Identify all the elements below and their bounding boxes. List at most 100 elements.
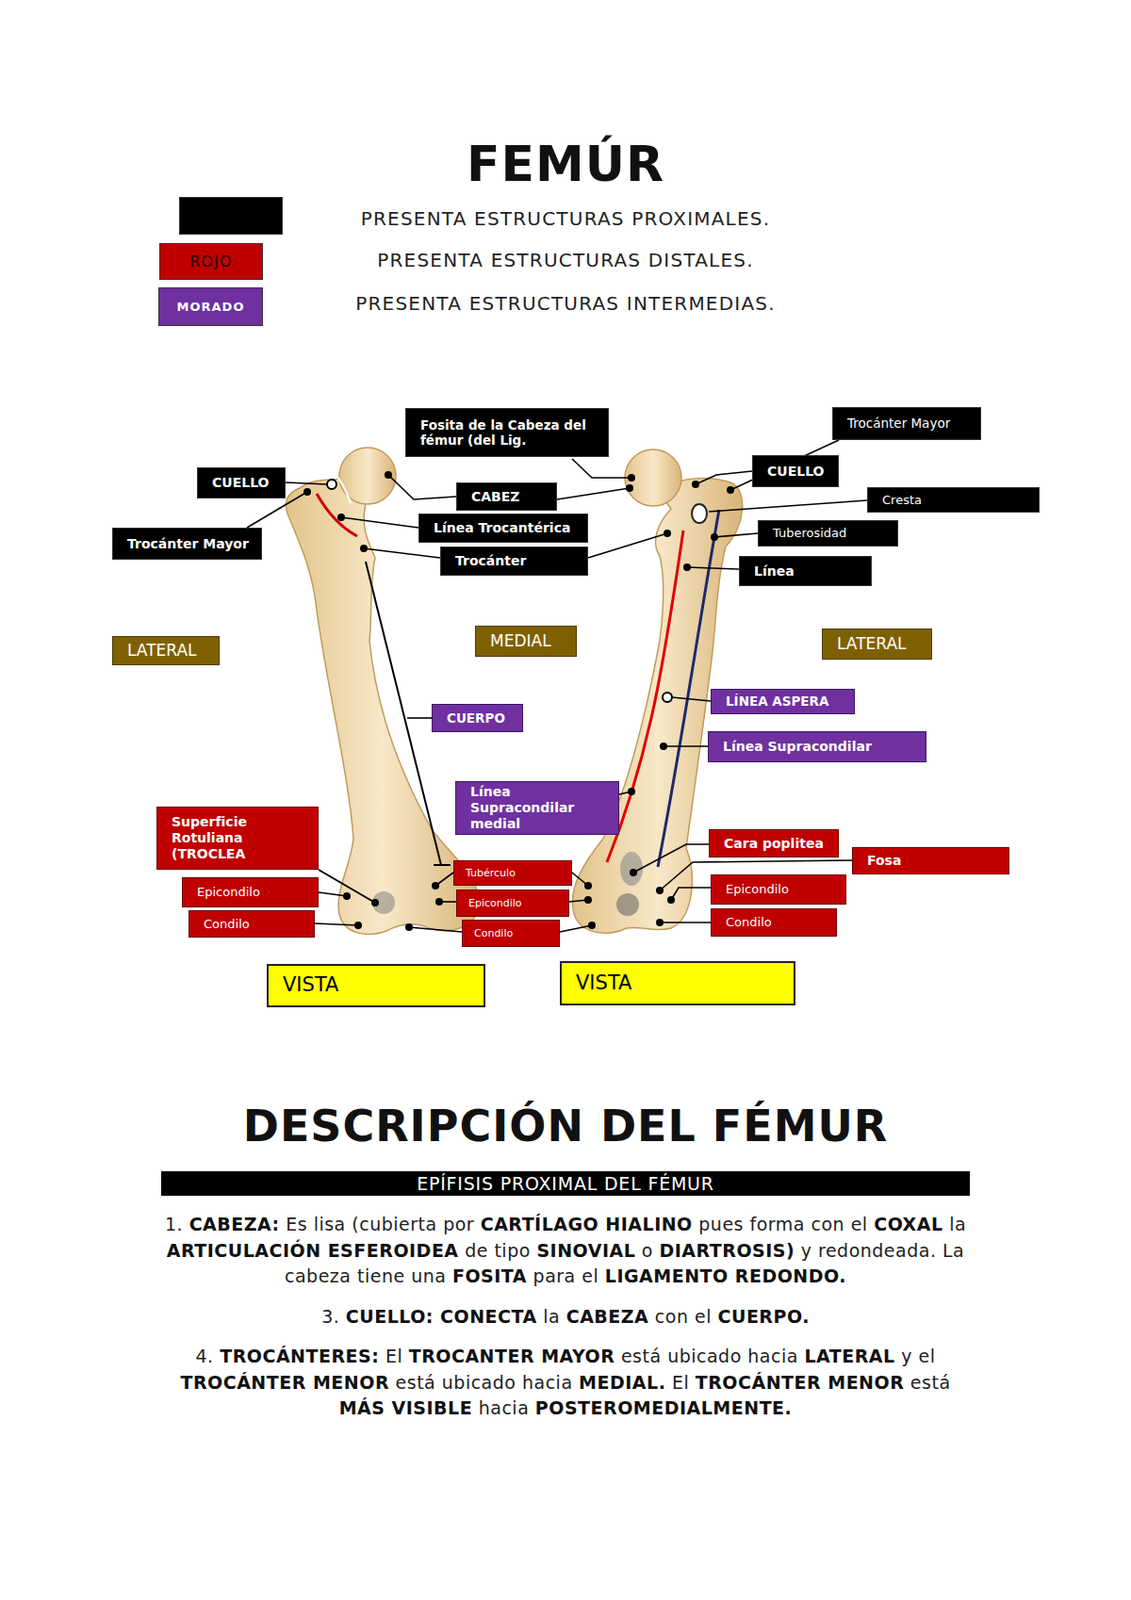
leader-dot xyxy=(431,882,440,890)
callout-box: Trocánter Mayor xyxy=(832,407,982,441)
callout-box: Fosita de la Cabeza del fémur (del Lig. xyxy=(405,408,609,458)
body-run: y el xyxy=(901,1345,935,1367)
leader-dot xyxy=(435,898,443,906)
body-run: con el xyxy=(655,1306,712,1328)
leader-dot xyxy=(726,486,735,494)
callout-box: Epicondilo xyxy=(456,889,570,918)
callout-box: CUELLO xyxy=(752,455,839,488)
box-text-group: Línea Supracondilar xyxy=(722,738,872,755)
leader-line xyxy=(708,500,868,512)
direction-tag: MEDIAL xyxy=(475,625,577,657)
box-text-group: EPÍFISIS PROXIMAL DEL FÉMUR xyxy=(416,1173,715,1196)
box-text: LÍNEA ASPERA xyxy=(725,693,829,709)
leader-line xyxy=(672,697,711,702)
box-text: Línea Supracondilar medial xyxy=(470,784,613,832)
leader-line xyxy=(671,887,711,901)
bold-term: DIARTROSIS) xyxy=(658,1240,795,1262)
callout-box: Cara poplitea xyxy=(708,829,839,858)
leader-line xyxy=(557,488,630,500)
leader-dot xyxy=(360,544,368,553)
box-text: CUELLO xyxy=(212,475,269,492)
paragraph: 1. CABEZA: Es lisa (cubierta por CARTÍLA… xyxy=(155,1212,976,1291)
callout-box: Línea xyxy=(738,556,872,587)
leader-line xyxy=(365,561,442,866)
leader-dot xyxy=(384,471,393,479)
bold-term: MÁS VISIBLE xyxy=(339,1397,474,1419)
body-run: 4. xyxy=(196,1345,214,1367)
bold-term: FOSITA xyxy=(452,1265,527,1287)
bold-term: MEDIAL. xyxy=(578,1372,666,1394)
direction-tag: LATERAL xyxy=(821,628,933,660)
leader-dot xyxy=(667,896,675,904)
box-text-group: Condilo xyxy=(725,915,772,931)
bold-term: TROCANTER MAYOR xyxy=(409,1345,616,1367)
leader-line xyxy=(341,517,419,528)
leader-line xyxy=(687,567,739,570)
callout-box: CUERPO xyxy=(431,704,524,733)
direction-tag: LATERAL xyxy=(112,636,220,666)
leader-line xyxy=(730,440,839,491)
box-text: Superficie Rotuliana (TROCLEA xyxy=(171,814,312,862)
leader-line xyxy=(588,533,668,558)
bold-term: TROCÁNTER MENOR xyxy=(695,1372,905,1394)
leader-line xyxy=(433,864,451,867)
box-text: Trocánter Mayor xyxy=(127,536,249,553)
box-text-group: Condilo xyxy=(474,927,513,940)
leader-dot xyxy=(625,484,634,492)
legend-text: PRESENTA ESTRUCTURAS PROXIMALES. xyxy=(235,207,896,230)
box-text-group: Línea Supracondilar medial xyxy=(470,784,613,832)
body-run: 1. xyxy=(164,1213,183,1235)
box-text-group: Cresta xyxy=(882,492,922,509)
callout-box: Trocánter Mayor xyxy=(112,527,263,560)
leader-line xyxy=(572,458,632,478)
box-text-group: MEDIAL xyxy=(490,631,552,651)
leader-line xyxy=(559,925,592,933)
box-text-group: LATERAL xyxy=(836,634,907,654)
callout-box: Fosa xyxy=(852,847,1010,875)
callout-box: Condilo xyxy=(188,910,315,938)
body-run: está xyxy=(910,1372,951,1394)
box-text-group: Línea Trocantérica xyxy=(433,520,571,537)
body-run: para el xyxy=(533,1265,600,1287)
box-text: Fosita de la Cabeza del fémur (del Lig. xyxy=(420,417,603,448)
view-label: VISTA xyxy=(559,961,796,1006)
leader-line xyxy=(663,745,708,748)
box-text-group: VISTA xyxy=(282,973,339,998)
leader-dot xyxy=(691,480,700,489)
leader-dot xyxy=(655,918,664,927)
bold-term: CABEZA: xyxy=(189,1213,280,1235)
crest-ring xyxy=(691,504,707,524)
leader-line xyxy=(388,475,457,500)
section-heading: DESCRIPCIÓN DEL FÉMUR xyxy=(0,1104,1131,1148)
leader-dot xyxy=(588,921,596,930)
callout-box: Epicondilo xyxy=(181,877,319,908)
leader-dot xyxy=(371,899,379,907)
box-text: Epicondilo xyxy=(196,885,261,901)
legend-text: PRESENTA ESTRUCTURAS INTERMEDIAS. xyxy=(235,292,896,315)
box-text-group: Tuberosidad xyxy=(772,525,847,541)
callout-box: Tuberosidad xyxy=(757,520,899,547)
leader-dot xyxy=(659,742,668,751)
box-text-group: CUELLO xyxy=(212,475,269,492)
femur-head xyxy=(624,449,682,507)
box-text: Tubérculo xyxy=(465,867,516,880)
box-text: CUELLO xyxy=(767,463,824,480)
box-text-group: Trocánter xyxy=(455,553,526,570)
callout-box: Epicondilo xyxy=(710,874,847,905)
leader-dot xyxy=(303,488,312,496)
leader-dots xyxy=(303,471,735,932)
leader-dot xyxy=(405,923,413,932)
box-text-group: Fosa xyxy=(867,852,902,869)
box-text-group: Cara poplitea xyxy=(723,835,824,853)
box-text: MEDIAL xyxy=(490,631,552,651)
box-text: EPÍFISIS PROXIMAL DEL FÉMUR xyxy=(416,1173,715,1196)
leader-lines xyxy=(246,440,868,933)
leader-line xyxy=(363,548,441,558)
body-run: El xyxy=(672,1372,689,1394)
description-text: 1. CABEZA: Es lisa (cubierta por CARTÍLA… xyxy=(155,1212,976,1437)
box-text: Trocánter Mayor xyxy=(847,415,951,431)
legend-text: PRESENTA ESTRUCTURAS DISTALES. xyxy=(235,248,896,272)
leader-line xyxy=(633,844,709,873)
legend-swatch: ROJO xyxy=(159,243,263,280)
